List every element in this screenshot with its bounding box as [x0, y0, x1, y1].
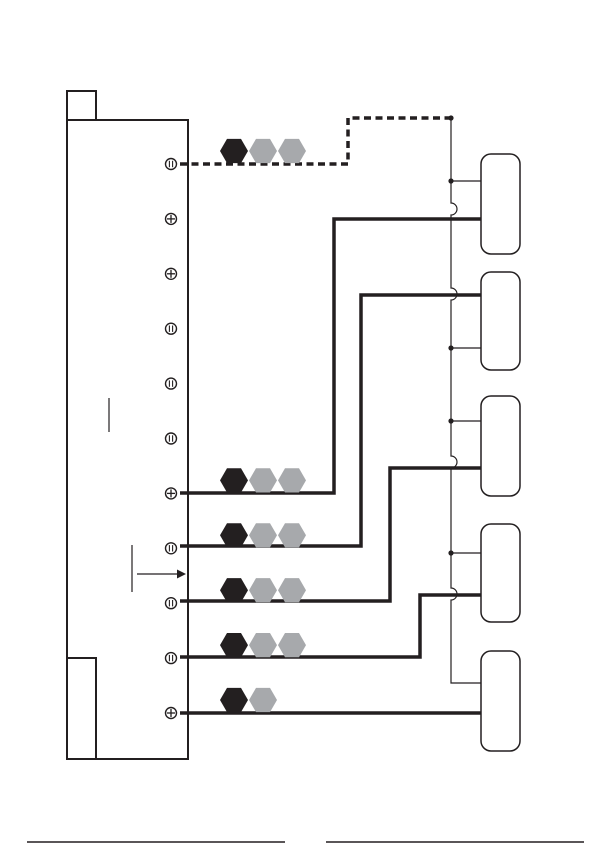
slot-icon: [166, 653, 177, 664]
device-4: [481, 524, 520, 622]
arrow-indicator: [137, 570, 186, 579]
marker-hex-dark: [220, 688, 248, 712]
arrow-head-icon: [177, 570, 186, 579]
slot-icon: [166, 598, 177, 609]
marker-hex-light: [278, 468, 306, 492]
slot-icon: [166, 378, 177, 389]
terminal-t6: [166, 433, 177, 444]
wire-1: [180, 219, 481, 493]
marker-t7: [220, 468, 306, 492]
bus-node-3: [448, 418, 453, 423]
terminal-t5: [166, 378, 177, 389]
device-2: [481, 272, 520, 370]
marker-hex-light: [278, 139, 306, 163]
terminal-t1: [166, 159, 177, 170]
slot-icon: [166, 323, 177, 334]
bus: [451, 118, 481, 683]
terminal-t10: [166, 653, 177, 664]
wire-markers: [220, 139, 306, 712]
cross-icon: [166, 708, 177, 719]
cross-icon: [166, 268, 177, 279]
marker-hex-light: [249, 523, 277, 547]
marker-hex-dark: [220, 523, 248, 547]
terminal-t3: [166, 268, 177, 279]
marker-hex-light: [249, 468, 277, 492]
device-5: [481, 651, 520, 751]
wire-dashed: [180, 118, 451, 164]
terminal-strip: [166, 159, 177, 719]
terminal-t11: [166, 708, 177, 719]
slot-icon: [166, 433, 177, 444]
marker-hex-light: [278, 523, 306, 547]
marker-hex-dark: [220, 139, 248, 163]
marker-hex-light: [249, 578, 277, 602]
marker-hex-light: [278, 578, 306, 602]
marker-hex-dark: [220, 578, 248, 602]
marker-hex-light: [278, 633, 306, 657]
wires: [180, 118, 481, 713]
marker-hex-light: [249, 688, 277, 712]
marker-t11: [220, 688, 277, 712]
bus-node-1: [448, 178, 453, 183]
panel-top-tab: [67, 91, 96, 120]
marker-hex-dark: [220, 468, 248, 492]
wire-2: [180, 295, 481, 546]
terminal-t2: [166, 213, 177, 224]
panel-marks: [109, 398, 132, 592]
slot-icon: [166, 543, 177, 554]
device-1: [481, 154, 520, 254]
marker-hex-light: [249, 633, 277, 657]
terminal-t7: [166, 488, 177, 499]
cross-icon: [166, 488, 177, 499]
device-3: [481, 396, 520, 496]
panel-bottom-strip: [67, 658, 96, 759]
terminal-t8: [166, 543, 177, 554]
terminal-t4: [166, 323, 177, 334]
bus-node-2: [448, 345, 453, 350]
marker-hex-light: [249, 139, 277, 163]
slot-icon: [166, 159, 177, 170]
devices: [481, 154, 520, 751]
marker-t8: [220, 523, 306, 547]
cross-icon: [166, 213, 177, 224]
marker-t9: [220, 578, 306, 602]
bus-line: [451, 118, 481, 683]
terminal-t9: [166, 598, 177, 609]
marker-t1: [220, 139, 306, 163]
bus-node-4: [448, 550, 453, 555]
marker-t10: [220, 633, 306, 657]
marker-hex-dark: [220, 633, 248, 657]
